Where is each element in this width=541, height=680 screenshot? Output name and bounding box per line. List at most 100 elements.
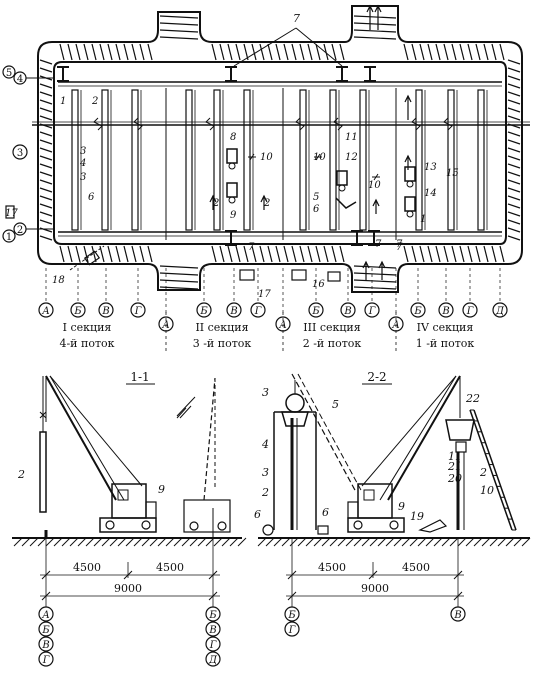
item-6-left <box>262 524 274 536</box>
crane-boom-plan <box>335 197 357 209</box>
road-hatch-mark <box>475 245 481 263</box>
plan-axis-letter: Б <box>413 306 422 317</box>
ground-hatch-mark <box>181 537 191 547</box>
callout-1-plan: 1 <box>60 96 66 107</box>
axis-bubble-letter: Г <box>42 655 50 666</box>
ground-hatch-mark <box>173 537 183 547</box>
column-frame-scaffold <box>273 380 317 530</box>
ground-hatch-mark <box>313 537 323 547</box>
axis-bubble <box>284 621 300 637</box>
plan-axis-letter: А <box>278 320 287 331</box>
road-hatch-mark <box>291 43 297 61</box>
plan-axis-letter: Г <box>254 306 262 317</box>
callout-16: 16 <box>312 279 325 290</box>
crane-stop-symbol <box>368 230 380 246</box>
road-hatch-mark <box>159 22 199 26</box>
road-hatch-mark <box>331 245 337 263</box>
ground-hatch-1-1 <box>13 537 247 547</box>
road-hatch-mark <box>251 43 257 61</box>
road-hatch-mark <box>435 245 441 263</box>
ground-hatch-mark <box>69 537 79 547</box>
road-hatch-mark <box>507 131 521 137</box>
callout-7-s4: 7 <box>375 239 382 250</box>
callout-7-leader <box>233 27 343 67</box>
ground-hatch-mark <box>109 537 119 547</box>
sec22-dim-a: 4500 <box>318 561 346 574</box>
sec22-axis-bubbles: БГВ <box>284 606 466 637</box>
plan-axis-letter: Б <box>73 306 82 317</box>
plan-axis-letter: А <box>161 320 170 331</box>
ground-hatch-mark <box>101 537 111 547</box>
row-axis-3-label: 3 <box>17 148 23 159</box>
callout-13: 13 <box>424 162 437 173</box>
ground-hatch-mark <box>37 537 47 547</box>
plan-axis-bubble: Г <box>130 268 146 318</box>
road-hatch-mark <box>499 43 505 61</box>
plan-axis-letter: А <box>41 306 50 317</box>
axis-bubble-letter: Г <box>288 625 296 636</box>
road-hatch-mark <box>507 67 521 73</box>
ground-hatch-mark <box>165 537 175 547</box>
road-hatch-mark <box>507 235 521 241</box>
road-hatch-mark <box>211 245 217 263</box>
road-hatch-mark <box>123 245 129 263</box>
truck-18-path <box>69 245 105 271</box>
axis-bubble <box>205 636 221 652</box>
ground-hatch-mark <box>289 537 299 547</box>
plan-column-beam <box>447 89 455 231</box>
ground-hatch-mark <box>221 537 231 547</box>
plan-column-beam <box>185 89 193 231</box>
section-1-flow: 4-й поток <box>59 337 114 350</box>
plan-axis-bubble: Г <box>250 268 266 318</box>
callout-14: 14 <box>424 188 437 199</box>
callout-7-bottom: 7 <box>248 242 255 253</box>
road-hatch-mark <box>259 43 265 61</box>
road-hatch-mark <box>507 83 521 89</box>
ground-hatch-mark <box>393 537 403 547</box>
road-hatch-mark <box>139 245 145 263</box>
sec11-dim-a: 4500 <box>73 561 101 574</box>
road-hatch-mark <box>467 245 473 263</box>
callout-17-left: 17 <box>5 208 18 219</box>
plan-axis-letter: Б <box>311 306 320 317</box>
road-hatch-mark <box>131 43 137 61</box>
section-4-flow: 1 -й поток <box>416 337 475 350</box>
plan-axis-bubble: Б <box>196 268 212 318</box>
road-hatch-mark <box>39 139 53 145</box>
road-hatch-mark <box>491 43 497 61</box>
road-hatch-mark <box>251 245 257 263</box>
sec11-label-2: 2 <box>17 468 25 481</box>
road-hatch-mark <box>427 43 433 61</box>
road-hatch-mark <box>507 203 521 209</box>
vibrator-19 <box>418 519 448 533</box>
ground-hatch-mark <box>125 537 135 547</box>
road-hatch-mark <box>83 245 89 263</box>
callout-2-s2a: 2 <box>212 198 219 209</box>
plan-axis-bubble: Д <box>492 268 508 318</box>
row-axis-5: 5 <box>2 65 16 79</box>
sec22-label-5: 5 <box>332 398 339 411</box>
truck-18 <box>83 250 101 266</box>
road-hatch-mark <box>91 43 97 61</box>
road-hatch-mark <box>147 43 153 61</box>
axis-bubble <box>284 606 300 622</box>
road-hatch-mark <box>83 43 89 61</box>
section-3-title: III секция <box>303 321 360 334</box>
ground-hatch-mark <box>77 537 87 547</box>
road-hatch-mark <box>507 163 521 169</box>
road-hatch-mark <box>159 36 199 40</box>
ground-hatch-mark <box>489 537 499 547</box>
road-hatch-mark <box>459 43 465 61</box>
plan-column-beam <box>243 89 251 231</box>
plan-column-beam <box>415 89 423 231</box>
road-hatch-mark <box>235 245 241 263</box>
crane-unit-plan <box>404 166 416 182</box>
storage-box-17b <box>291 269 307 281</box>
road-hatch-mark <box>235 43 241 61</box>
plan-column-beam <box>213 89 221 231</box>
axis-bubble <box>38 621 54 637</box>
axis-bubble <box>205 606 221 622</box>
road-hatch-mark <box>39 171 53 177</box>
road-hatch-mark <box>159 265 199 269</box>
plan-axis-bubble: А <box>275 268 291 332</box>
